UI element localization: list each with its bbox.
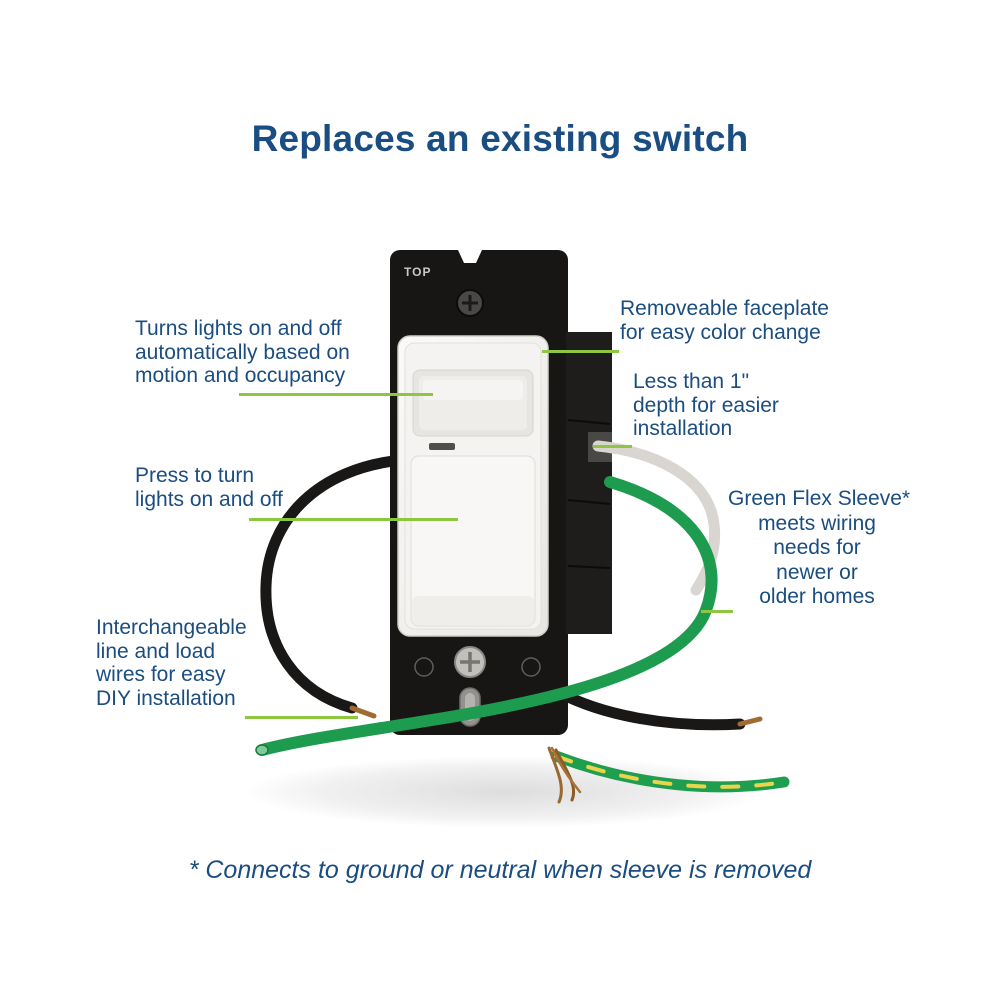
- callout-removeable-faceplate: Removeable faceplate for easy color chan…: [620, 297, 829, 344]
- bottom-screw: [454, 646, 486, 678]
- black-wire-bottom: [552, 686, 746, 731]
- callout-line: Interchangeable: [96, 616, 247, 639]
- page-title: Replaces an existing switch: [251, 118, 749, 159]
- leader-line-depth: [593, 445, 632, 448]
- callout-line: newer or: [776, 560, 858, 584]
- callout-line: depth for easier: [633, 393, 779, 417]
- product-shadow: [245, 756, 765, 828]
- callout-motion-sensing: Turns lights on and off automatically ba…: [135, 317, 350, 388]
- leader-line-diy-wires: [245, 716, 358, 719]
- copper-strands: [547, 746, 582, 804]
- leader-line-press: [249, 518, 458, 521]
- leader-line-sleeve: [701, 610, 733, 613]
- callout-line: Press to turn: [135, 464, 255, 487]
- callout-green-flex-sleeve: Green Flex Sleeve* meets wiring needs fo…: [728, 487, 911, 610]
- callout-line: lights on and off: [135, 487, 283, 511]
- footnote: * Connects to ground or neutral when sle…: [188, 856, 812, 884]
- callout-line: needs for: [773, 536, 861, 559]
- callout-line: older homes: [759, 585, 875, 608]
- callout-line: automatically based on: [135, 340, 350, 364]
- switch-front: [397, 335, 549, 637]
- switch-paddle: [410, 455, 536, 627]
- strap-top-notch: [458, 250, 482, 263]
- callout-line: Less than 1": [633, 370, 750, 393]
- callout-line: line and load: [96, 639, 216, 663]
- callout-press-to-turn: Press to turn lights on and off: [135, 464, 283, 511]
- top-marking-label: TOP: [404, 265, 431, 279]
- motion-sensor-window: [412, 369, 534, 437]
- callout-line: Turns lights on and off: [135, 317, 342, 340]
- striped-ground-wire: [550, 750, 790, 793]
- callout-line: meets wiring: [758, 511, 876, 535]
- indicator-slot: [429, 443, 455, 450]
- black-wire-left: [260, 454, 408, 714]
- callout-line: installation: [633, 417, 733, 440]
- callout-line: Removeable faceplate: [620, 297, 829, 320]
- leader-line-faceplate: [542, 350, 619, 353]
- copper-tip-left: [349, 705, 377, 719]
- white-wire: [592, 440, 721, 596]
- callout-slim-depth: Less than 1" depth for easier installati…: [633, 370, 779, 441]
- leader-line-motion: [239, 393, 433, 396]
- top-screw: [456, 289, 484, 317]
- callout-line: wires for easy: [96, 663, 226, 686]
- callout-line: for easy color change: [620, 320, 821, 344]
- green-flex-sleeve-wire: [255, 476, 718, 756]
- certification-mark-left: [414, 657, 434, 677]
- copper-tip-bottom: [737, 716, 763, 727]
- certification-mark-right: [521, 657, 541, 677]
- callout-interchangeable-wires: Interchangeable line and load wires for …: [96, 616, 247, 710]
- callout-line: DIY installation: [96, 686, 236, 710]
- callout-line: Green Flex Sleeve*: [728, 487, 911, 510]
- callout-line: motion and occupancy: [135, 364, 346, 387]
